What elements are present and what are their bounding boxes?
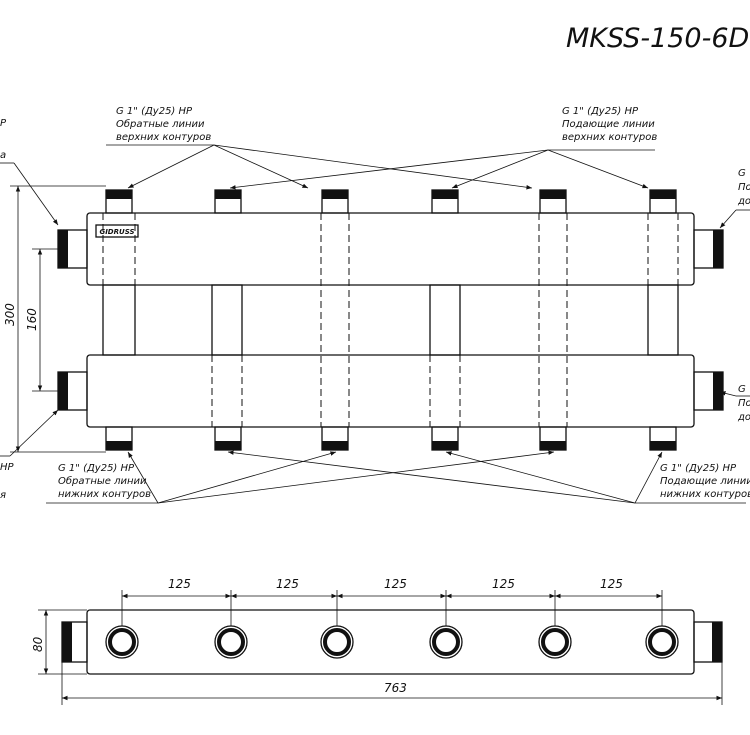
svg-text:до: до: [737, 412, 750, 423]
svg-text:По: По: [738, 398, 750, 409]
svg-text:Подающие линии: Подающие линии: [660, 476, 750, 487]
bottom-left-note: G 1" (Ду25) НР Обратные линии нижних кон…: [46, 450, 555, 504]
svg-text:125: 125: [384, 577, 407, 591]
top-left-note: G 1" (Ду25) НР Обратные линии верхних ко…: [106, 106, 533, 190]
svg-text:Обратные линии: Обратные линии: [116, 118, 205, 130]
svg-text:125: 125: [276, 577, 299, 591]
connecting-pipes: [102, 284, 679, 356]
svg-text:верхних контуров: верхних контуров: [562, 132, 657, 143]
model-title: MKSS-150-6D: [566, 23, 749, 54]
svg-text:300: 300: [3, 303, 17, 326]
upper-collector: [86, 212, 695, 286]
dimension-length: 763: [61, 662, 723, 705]
svg-text:G: G: [738, 384, 746, 395]
svg-text:По: По: [738, 182, 750, 193]
dimension-depth: 80: [31, 609, 87, 675]
svg-text:125: 125: [600, 577, 623, 591]
bottom-nipples: [105, 426, 677, 451]
svg-text:125: 125: [168, 577, 191, 591]
svg-text:а: а: [0, 150, 6, 161]
edge-notes: Р а НР я G По до G По до: [0, 118, 750, 501]
svg-text:80: 80: [31, 636, 45, 652]
svg-text:G 1" (Ду25) НР: G 1" (Ду25) НР: [562, 106, 639, 117]
brand-plate: [95, 224, 139, 238]
svg-text:Р: Р: [0, 118, 7, 129]
svg-text:Подающие линии: Подающие линии: [562, 119, 655, 130]
svg-text:нижних контуров: нижних контуров: [660, 489, 750, 500]
hidden-pipes: [102, 213, 679, 427]
svg-text:до: до: [737, 196, 750, 207]
bottom-right-note: G 1" (Ду25) НР Подающие линии нижних кон…: [227, 450, 750, 504]
dimension-height-300: 300: [3, 185, 106, 453]
svg-text:верхних контуров: верхних контуров: [116, 132, 211, 143]
svg-text:G 1" (Ду25) НР: G 1" (Ду25) НР: [58, 463, 135, 474]
top-nipples: [105, 189, 677, 214]
top-view-end-nipples: [61, 621, 723, 663]
dimension-height-160: 160: [25, 248, 58, 392]
svg-text:нижних контуров: нижних контуров: [58, 489, 151, 500]
dimension-spacing: 125 125 125 125 125: [121, 577, 663, 626]
side-nipples: [57, 229, 724, 411]
svg-text:G: G: [738, 168, 746, 179]
lower-collector: [86, 354, 695, 428]
top-view-collector: [86, 609, 695, 675]
svg-text:я: я: [0, 490, 6, 501]
brand-label: GIDRUSS: [99, 228, 134, 236]
svg-text:G 1" (Ду25) НР: G 1" (Ду25) НР: [116, 106, 193, 117]
svg-text:763: 763: [384, 681, 407, 695]
top-view-outlets: [105, 625, 679, 659]
svg-text:G 1" (Ду25) НР: G 1" (Ду25) НР: [660, 463, 737, 474]
top-right-note: G 1" (Ду25) НР Подающие линии верхних ко…: [229, 106, 657, 190]
svg-text:Обратные линии: Обратные линии: [58, 475, 147, 487]
svg-text:160: 160: [25, 308, 39, 331]
svg-text:125: 125: [492, 577, 515, 591]
svg-text:НР: НР: [0, 462, 15, 473]
